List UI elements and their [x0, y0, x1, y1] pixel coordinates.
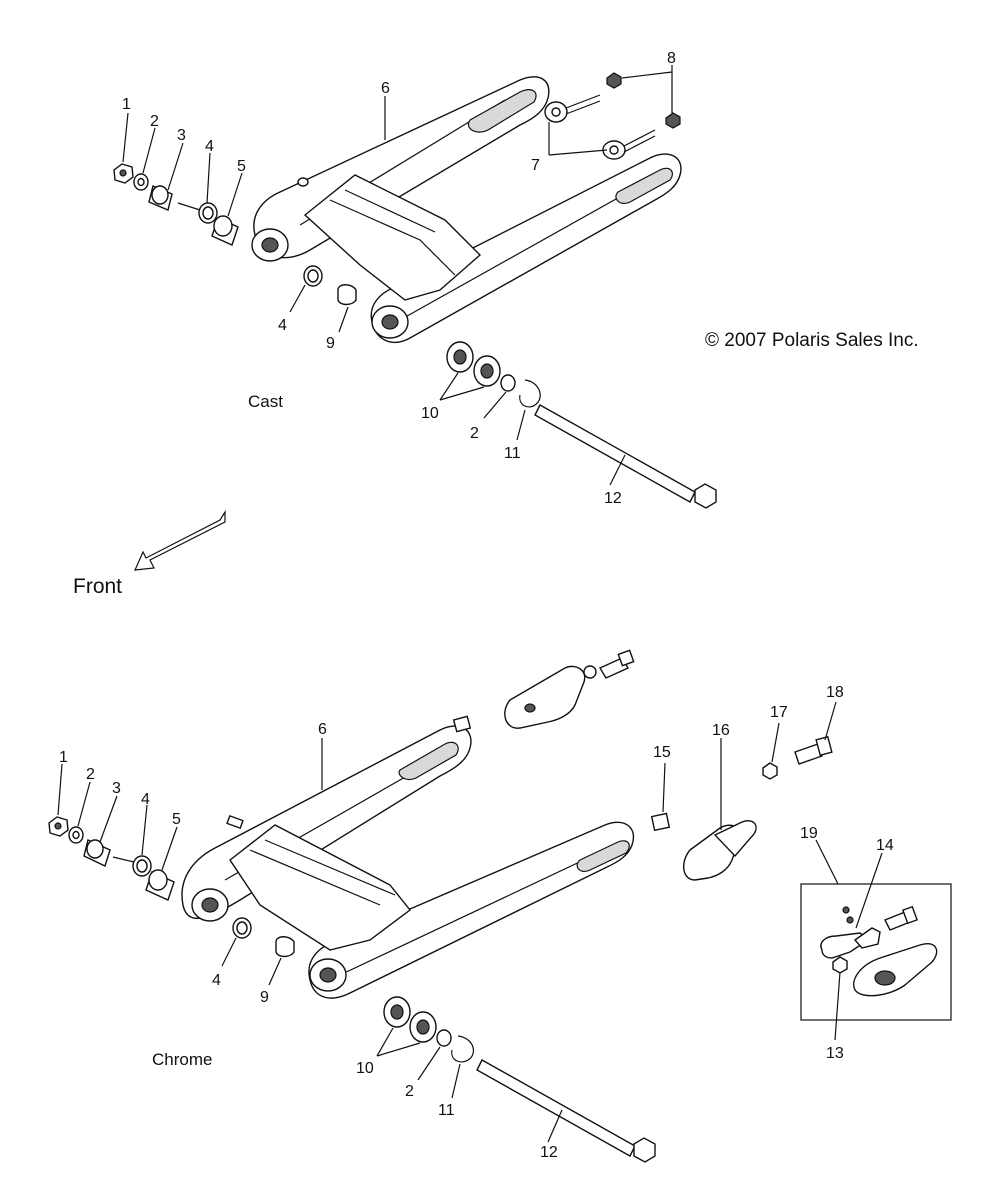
- nut-15: [650, 812, 671, 832]
- axle-head-12: [633, 1137, 656, 1163]
- pivot-hardware-left-bottom: [48, 816, 295, 958]
- callout-9: 9: [260, 989, 269, 1006]
- axle-12: [534, 404, 696, 503]
- nut-8b: [665, 112, 681, 129]
- callout-1: 1: [59, 749, 68, 766]
- callout-14: 14: [876, 837, 894, 854]
- callout-18: 18: [826, 684, 844, 701]
- callout-2: 2: [150, 113, 159, 130]
- section-label-chrome: Chrome: [152, 1050, 212, 1069]
- bushing-9: [275, 936, 295, 958]
- callout-5: 5: [172, 811, 181, 828]
- callout-4: 4: [141, 791, 150, 808]
- adjuster-upper: [452, 649, 635, 733]
- callout-10: 10: [421, 405, 439, 422]
- callout-4b: 4: [212, 972, 221, 989]
- callout-5: 5: [237, 158, 246, 175]
- nut-13: [832, 956, 848, 974]
- circlip-11: [451, 1035, 475, 1063]
- swing-arm-chrome: [181, 725, 635, 999]
- swing-arm-cast: [251, 76, 682, 343]
- shock-hardware: [544, 72, 681, 160]
- axle-hardware-bottom: [383, 996, 656, 1163]
- nut-8a: [606, 72, 622, 89]
- copyright-text: © 2007 Polaris Sales Inc.: [705, 330, 919, 351]
- callout-6: 6: [381, 80, 390, 97]
- axle-head-12: [694, 483, 717, 509]
- callout-4: 4: [205, 138, 214, 155]
- circlip-11: [519, 379, 541, 408]
- cover-19: [853, 943, 938, 997]
- callout-19: 19: [800, 825, 818, 842]
- axle-hardware-top: [446, 341, 717, 509]
- callout-13: 13: [826, 1045, 844, 1062]
- callout-1: 1: [122, 96, 131, 113]
- callout-2b: 2: [470, 425, 479, 442]
- callouts-bottom: 1 2 3 4 5 6 4 9 10 2 11 12 15 16 17 18 1…: [59, 684, 894, 1161]
- callout-2: 2: [86, 766, 95, 783]
- front-label: Front: [73, 575, 122, 598]
- bushing-9: [337, 284, 357, 306]
- leaders-bottom: [57, 701, 883, 1143]
- cast-assembly: 1 2 3 4 5 6 7 8 4 9 10 2 11 12 Cast: [113, 50, 717, 509]
- bolt-18: [794, 743, 823, 765]
- callout-16: 16: [712, 722, 730, 739]
- front-arrow-icon: [134, 509, 226, 571]
- callout-2b: 2: [405, 1083, 414, 1100]
- callout-12: 12: [604, 490, 622, 507]
- callout-9: 9: [326, 335, 335, 352]
- callout-15: 15: [653, 744, 671, 761]
- section-label-cast: Cast: [248, 392, 283, 411]
- callout-8: 8: [667, 50, 676, 67]
- washer-2b: [436, 1029, 452, 1047]
- kit-19-box: [800, 883, 952, 1021]
- axle-12: [476, 1059, 636, 1157]
- callout-12: 12: [540, 1144, 558, 1161]
- callout-6: 6: [318, 721, 327, 738]
- callout-11: 11: [438, 1102, 455, 1119]
- callout-3: 3: [112, 780, 121, 797]
- leaders-top: [122, 65, 673, 486]
- chrome-assembly: 1 2 3 4 5 6 4 9 10 2 11 12 15 16 17 18 1…: [48, 649, 952, 1163]
- callout-3: 3: [177, 127, 186, 144]
- callouts-top: 1 2 3 4 5 6 7 8 4 9 10 2 11 12: [122, 50, 676, 507]
- adjuster-right: [650, 735, 833, 881]
- washer-2b: [500, 374, 516, 392]
- nut-17: [762, 762, 778, 780]
- pivot-hardware-left: [113, 163, 357, 306]
- callout-17: 17: [770, 704, 788, 721]
- callout-4b: 4: [278, 317, 287, 334]
- callout-7: 7: [531, 157, 540, 174]
- callout-10: 10: [356, 1060, 374, 1077]
- callout-11: 11: [504, 445, 521, 462]
